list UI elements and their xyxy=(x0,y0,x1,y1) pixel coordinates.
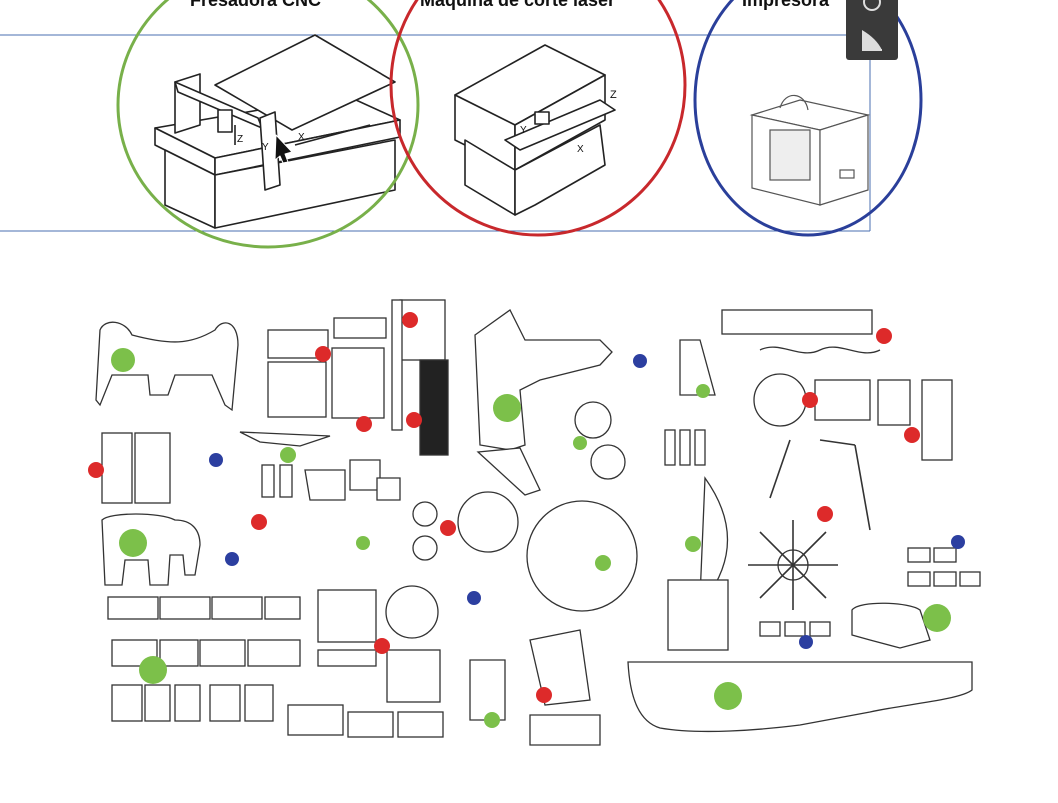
dot-red xyxy=(536,687,552,703)
dot-blue xyxy=(209,453,223,467)
dot-red xyxy=(402,312,418,328)
dot-blue xyxy=(799,635,813,649)
axis-label-z: Z xyxy=(237,134,243,145)
dot-green xyxy=(493,394,521,422)
laser-circle xyxy=(389,0,687,237)
laser-label: Máquina de corte láser xyxy=(420,0,616,10)
dot-green xyxy=(139,656,167,684)
dot-red xyxy=(315,346,331,362)
axis-label-x: X xyxy=(298,132,305,143)
selection-box xyxy=(0,34,871,232)
dot-green xyxy=(714,682,742,710)
dot-green xyxy=(595,555,611,571)
dot-red xyxy=(406,412,422,428)
dot-blue xyxy=(633,354,647,368)
printer-label: Impresora xyxy=(742,0,830,10)
dot-red xyxy=(356,416,372,432)
palette-icon[interactable] xyxy=(858,0,886,14)
dot-green xyxy=(356,536,370,550)
dot-red xyxy=(88,462,104,478)
dot-blue xyxy=(225,552,239,566)
machine-dots xyxy=(88,312,965,728)
laser-machine-illustration: Z Y X xyxy=(454,44,617,216)
dot-red xyxy=(876,328,892,344)
cnc-machine-illustration: Z Y X xyxy=(154,34,401,229)
floating-toolbar xyxy=(846,0,898,60)
cnc-label: Fresadora CNC xyxy=(190,0,322,10)
dot-green xyxy=(111,348,135,372)
laser-axis-z: Z xyxy=(610,89,617,101)
laser-axis-y: Y xyxy=(520,125,527,136)
parts-collage xyxy=(95,299,981,746)
axis-label-y: Y xyxy=(262,142,269,153)
mouse-cursor-icon xyxy=(274,134,293,164)
dot-blue xyxy=(951,535,965,549)
dot-green xyxy=(484,712,500,728)
dot-green xyxy=(119,529,147,557)
dot-green xyxy=(573,436,587,450)
dot-red xyxy=(904,427,920,443)
dot-green xyxy=(685,536,701,552)
graph-icon[interactable] xyxy=(858,28,886,52)
printer-circle xyxy=(693,0,923,237)
dot-blue xyxy=(467,591,481,605)
dot-red xyxy=(802,392,818,408)
laser-axis-x: X xyxy=(577,144,584,155)
dot-red xyxy=(817,506,833,522)
cnc-circle xyxy=(116,0,420,249)
dot-red xyxy=(374,638,390,654)
dot-green xyxy=(696,384,710,398)
starburst-part xyxy=(748,439,871,610)
dot-red xyxy=(251,514,267,530)
dot-green xyxy=(280,447,296,463)
printer-illustration xyxy=(749,94,871,206)
dot-red xyxy=(440,520,456,536)
dot-green xyxy=(923,604,951,632)
